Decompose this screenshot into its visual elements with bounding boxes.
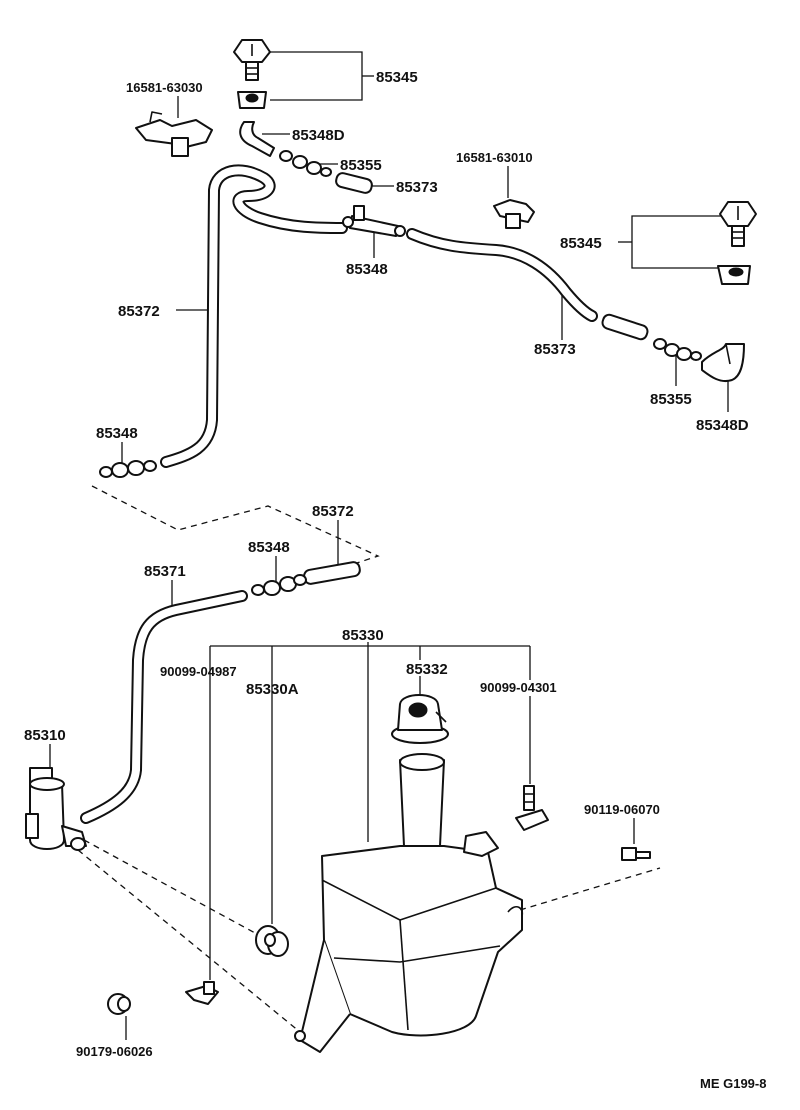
joint-85348-left bbox=[99, 460, 157, 478]
washer-nozzle-85345-right bbox=[717, 201, 757, 285]
washer-nozzle-85345-top bbox=[233, 39, 271, 109]
label-16581-63030: 16581-63030 bbox=[126, 80, 203, 95]
label-85373-right: 85373 bbox=[534, 341, 576, 358]
label-85348D-top: 85348D bbox=[292, 127, 345, 144]
joint-85355-right bbox=[653, 338, 702, 361]
label-85348-mid: 85348 bbox=[346, 261, 388, 278]
label-90119-06070: 90119-06070 bbox=[584, 802, 660, 817]
washer-tank-85330 bbox=[294, 753, 524, 1053]
tank-cap-85332 bbox=[391, 694, 449, 744]
clip-16581-63030 bbox=[135, 111, 213, 157]
leader-lines bbox=[49, 51, 729, 1040]
hose-85372-lower bbox=[303, 561, 361, 585]
label-85355-top: 85355 bbox=[340, 157, 382, 174]
label-85348-lower: 85348 bbox=[248, 539, 290, 556]
label-85332: 85332 bbox=[406, 661, 448, 678]
part-number-labels: 85345 16581-63030 85348D 85355 16581-630… bbox=[24, 69, 766, 1091]
label-85310: 85310 bbox=[24, 727, 66, 744]
nozzle-hose-85348D-top bbox=[239, 121, 275, 157]
clip-90099-04301 bbox=[515, 785, 549, 831]
joint-85355-top bbox=[279, 150, 332, 177]
washer-pump-85310 bbox=[25, 767, 87, 851]
label-85348-left: 85348 bbox=[96, 425, 138, 442]
hose-85373-right bbox=[406, 228, 598, 322]
tee-joint-85348-mid bbox=[342, 205, 406, 237]
label-85348D-right: 85348D bbox=[696, 417, 749, 434]
joint-85348-lower bbox=[251, 574, 307, 596]
hose-85373-top bbox=[335, 172, 373, 194]
nozzle-hose-85348D-right bbox=[701, 343, 745, 382]
nut-90179-06026 bbox=[107, 993, 131, 1015]
label-90099-04987: 90099-04987 bbox=[160, 664, 237, 679]
clip-16581-63010 bbox=[493, 199, 535, 229]
label-85330: 85330 bbox=[342, 627, 384, 644]
hose-85371 bbox=[80, 590, 248, 824]
label-85372-upper: 85372 bbox=[118, 303, 160, 320]
label-85372-lower: 85372 bbox=[312, 503, 354, 520]
label-90179-06026: 90179-06026 bbox=[76, 1044, 153, 1059]
clip-90099-04987 bbox=[185, 981, 219, 1005]
label-85371: 85371 bbox=[144, 563, 186, 580]
label-85355-right: 85355 bbox=[650, 391, 692, 408]
label-85345-top: 85345 bbox=[376, 69, 418, 86]
hose-85372-upper bbox=[160, 164, 348, 468]
label-16581-63010: 16581-63010 bbox=[456, 150, 533, 165]
label-85330A: 85330A bbox=[246, 681, 299, 698]
label-90099-04301: 90099-04301 bbox=[480, 680, 557, 695]
label-85373-top: 85373 bbox=[396, 179, 438, 196]
hose-85373-right-short bbox=[601, 313, 649, 341]
label-85345-right: 85345 bbox=[560, 235, 602, 252]
diagram-code: ME G199-8 bbox=[700, 1076, 766, 1091]
grommet-85330A bbox=[255, 925, 289, 957]
bolt-90119-06070 bbox=[621, 847, 651, 861]
